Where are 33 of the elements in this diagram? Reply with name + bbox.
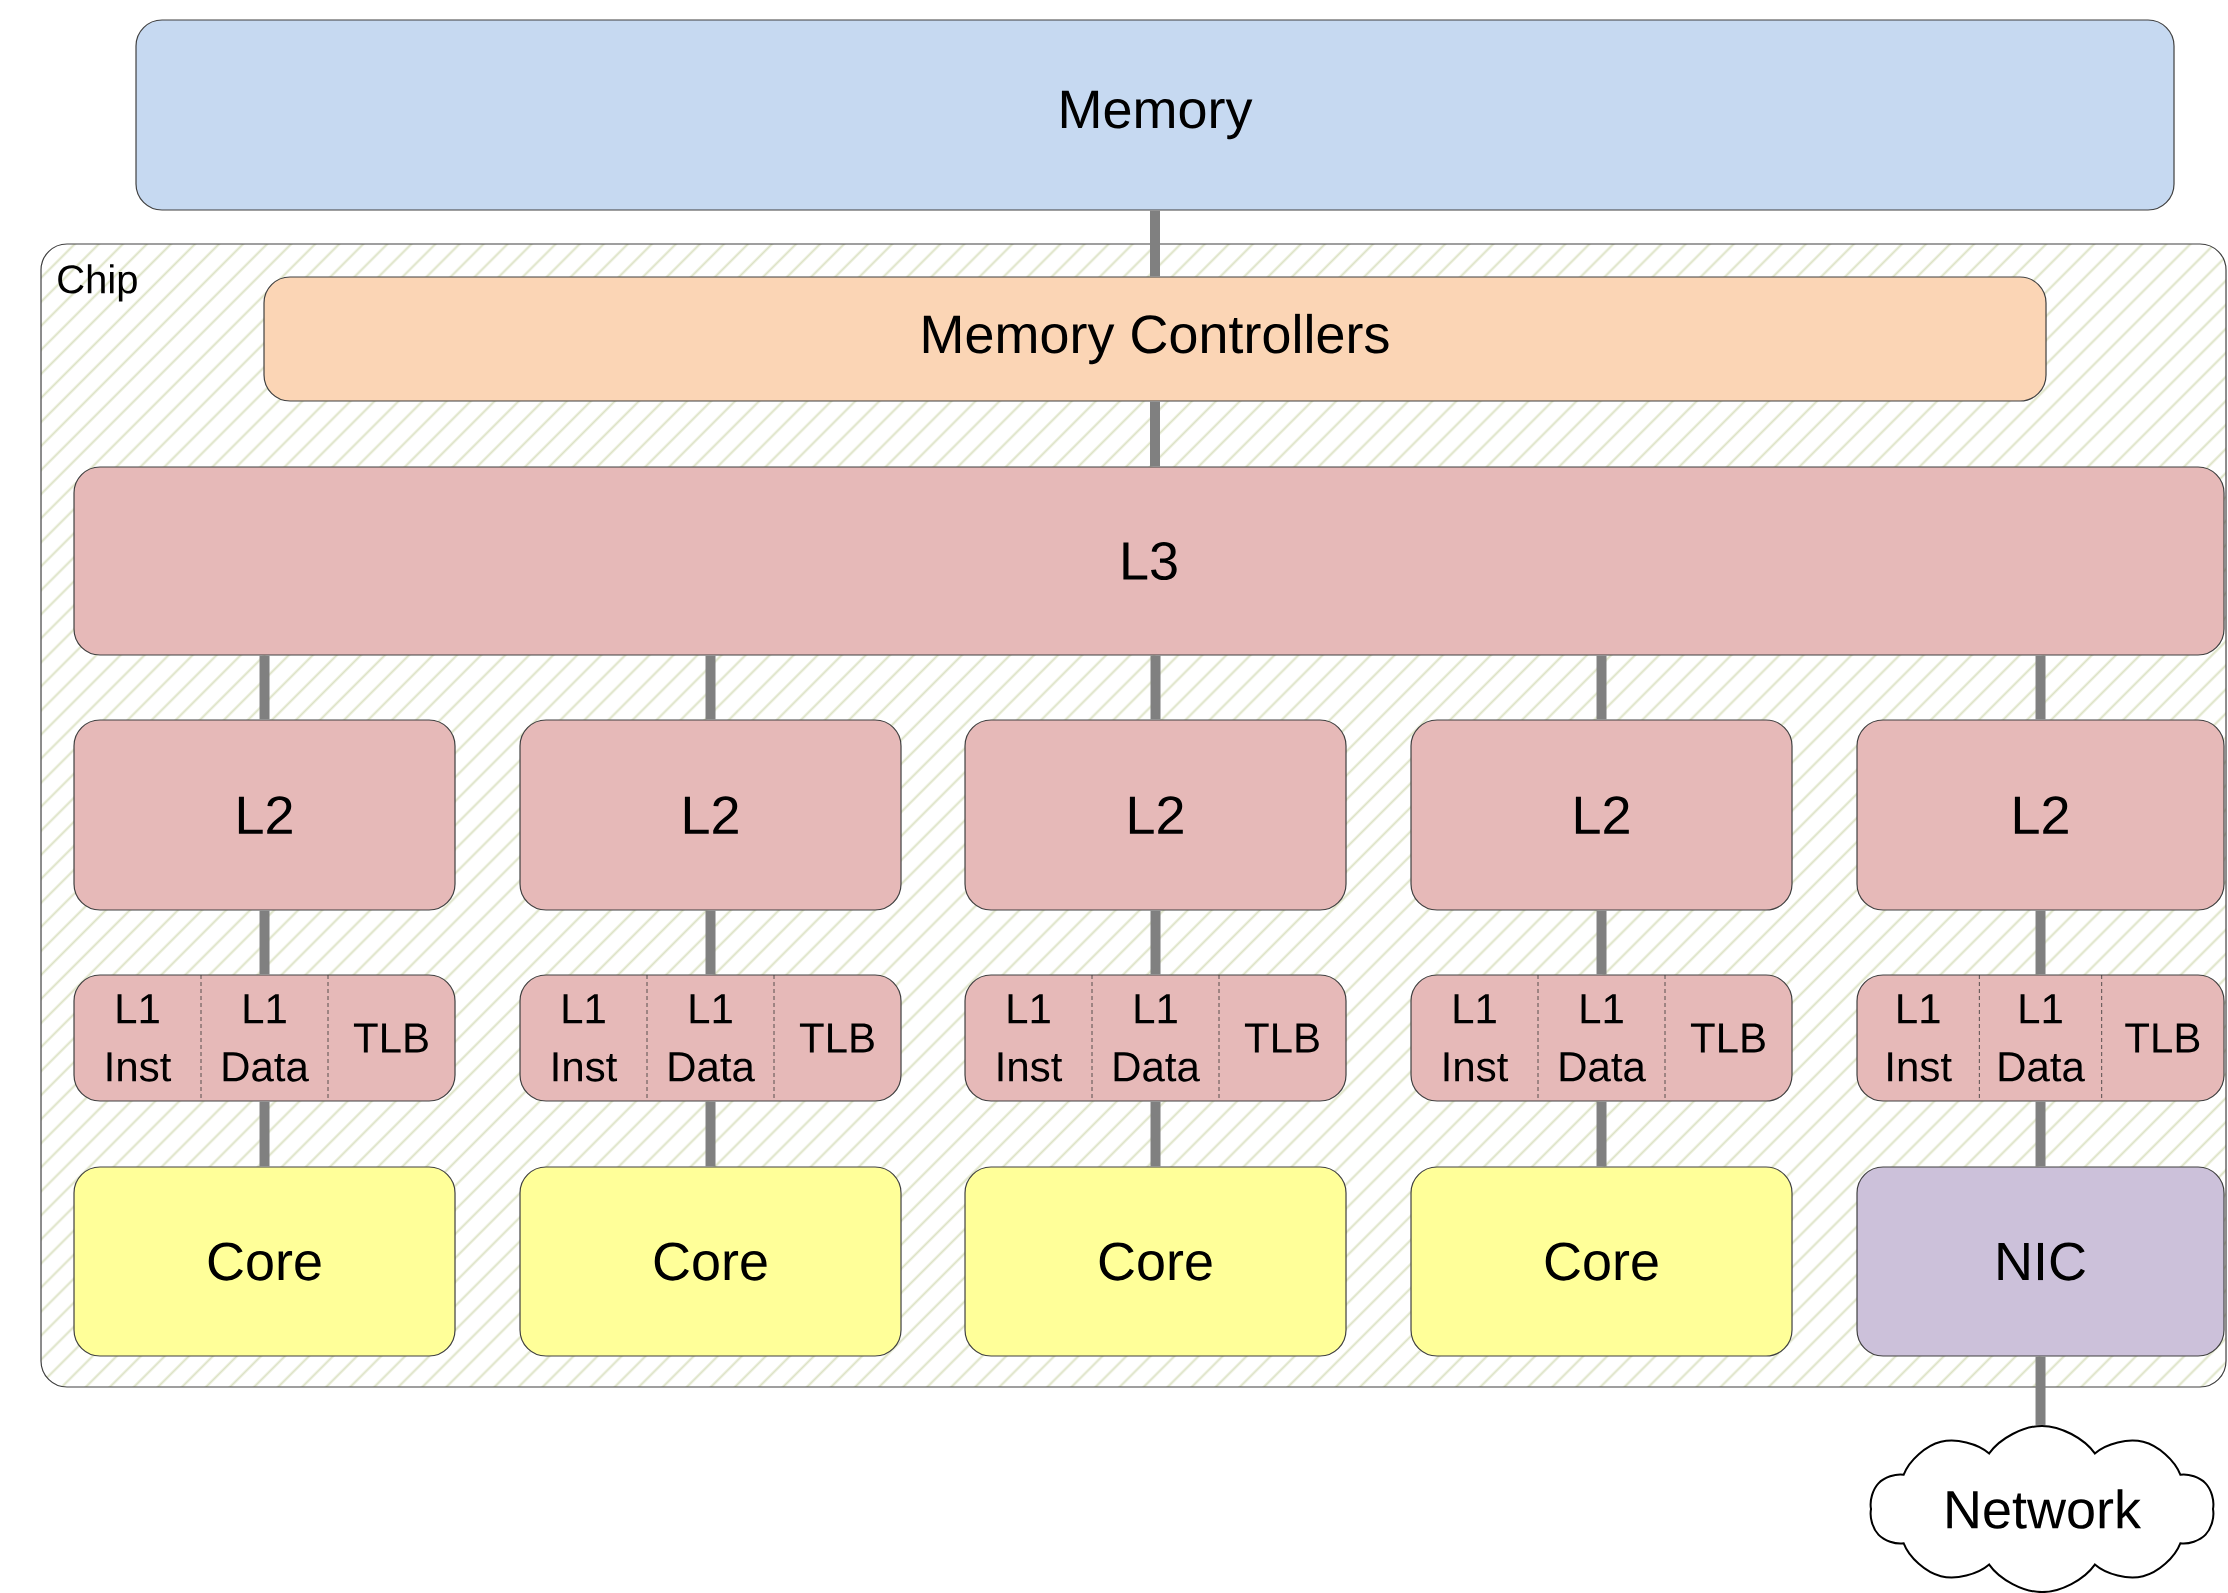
connector-line <box>2035 910 2046 975</box>
cache-box: L1 Inst L1 Data TLB <box>1856 974 2225 1102</box>
connector-line <box>705 655 716 720</box>
core-box: Core <box>519 1166 902 1357</box>
cache-box: L2 <box>73 719 456 911</box>
connector-line <box>1150 401 1160 467</box>
connector-line <box>705 910 716 975</box>
nic-box: NIC <box>1856 1166 2225 1357</box>
cache-box: L3 <box>73 466 2225 656</box>
cache-box: L2 <box>1856 719 2225 911</box>
cache-box: L2 <box>1410 719 1793 911</box>
core-box: Core <box>964 1166 1347 1357</box>
cache-box: L2 <box>519 719 902 911</box>
cache-box: L1 Inst L1 Data TLB <box>1410 974 1793 1102</box>
connector-line <box>1596 655 1607 720</box>
connector-line <box>1596 1101 1607 1167</box>
cache-box: L2 <box>964 719 1347 911</box>
connector-line <box>1150 655 1161 720</box>
connector-line <box>1150 210 1160 277</box>
connector-line <box>1150 1101 1161 1167</box>
memory-box: Memory <box>135 19 2175 211</box>
connector-line <box>1596 910 1607 975</box>
connector-line <box>259 1101 270 1167</box>
core-box: Core <box>1410 1166 1793 1357</box>
network-cloud: Network <box>1869 1424 2215 1593</box>
cache-box: L1 Inst L1 Data TLB <box>519 974 902 1102</box>
controller-box: Memory Controllers <box>263 276 2047 402</box>
cache-box: L1 Inst L1 Data TLB <box>964 974 1347 1102</box>
connector-line <box>705 1101 716 1167</box>
cache-box: L1 Inst L1 Data TLB <box>73 974 456 1102</box>
connector-line <box>1150 910 1161 975</box>
core-box: Core <box>73 1166 456 1357</box>
connector-line <box>2035 1356 2046 1425</box>
